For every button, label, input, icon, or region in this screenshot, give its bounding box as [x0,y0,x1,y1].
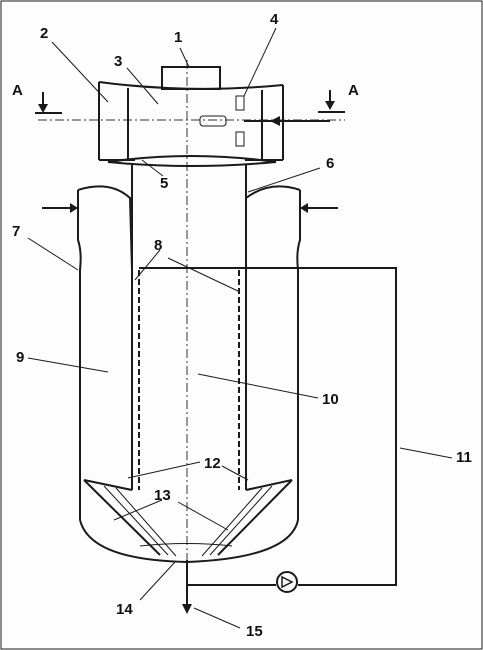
label-9: 9 [16,349,24,366]
section-marker-right [318,90,345,113]
label-8: 8 [154,237,162,254]
label-10: 10 [322,391,339,408]
label-6: 6 [326,155,334,172]
section-marker-left [35,92,62,114]
label-15: 15 [246,623,263,640]
label-5: 5 [160,175,168,192]
label-11: 11 [456,449,472,466]
leader-lines [27,27,453,629]
inner-tube-left [131,270,140,490]
label-3: 3 [114,53,122,70]
vessel-body [77,185,301,564]
pump [276,571,298,593]
pump-arrow-icon [281,575,294,589]
recirculation-line [139,267,397,586]
tangential-inlet [199,95,330,147]
inner-tube-right [238,270,247,490]
bottom-outlet [182,560,192,614]
label-2: 2 [40,25,48,42]
central-column [131,165,247,270]
label-1: 1 [174,29,182,46]
side-inlet-right [300,203,338,213]
section-label-left: A [12,82,23,99]
separator-plate [107,155,277,167]
drive-motor [161,66,221,90]
label-14: 14 [116,601,133,618]
label-4: 4 [270,11,279,28]
cone-bottom [83,479,293,557]
label-13: 13 [154,487,171,504]
label-7: 7 [12,223,20,240]
section-label-right: A [348,82,359,99]
label-12: 12 [204,455,221,472]
side-inlet-left [42,203,78,213]
